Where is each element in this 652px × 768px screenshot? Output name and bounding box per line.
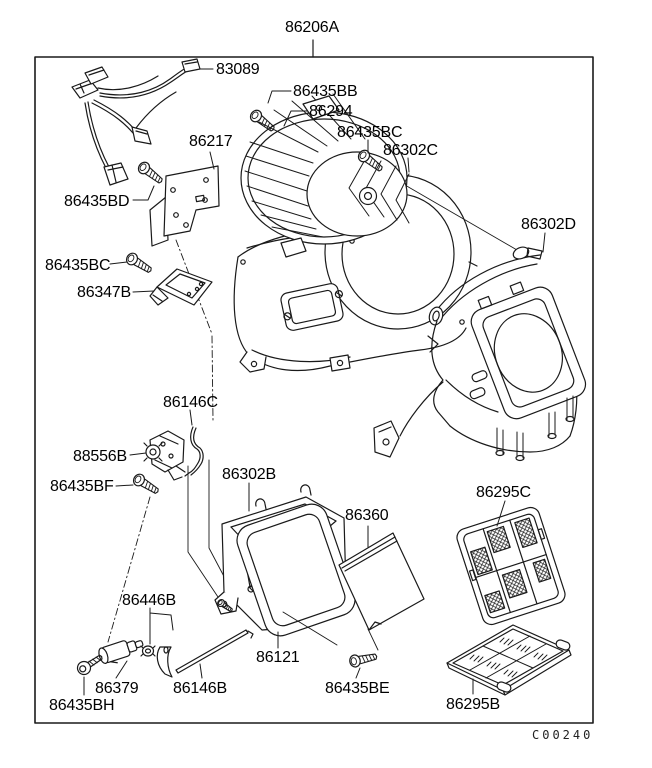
- drawing-code: C00240: [532, 728, 594, 742]
- actuator-88556b-drawing: [130, 431, 185, 480]
- screw-86435bf-drawing: [116, 471, 162, 498]
- diagram-border: [35, 57, 593, 723]
- resistor-86347b-drawing: [110, 250, 212, 305]
- part-label-83089: 83089: [216, 61, 260, 78]
- holder-86379-drawing: [97, 635, 146, 678]
- part-label-86295b: 86295B: [446, 696, 500, 713]
- nut-86446b-drawing: [141, 608, 173, 656]
- part-label-86146c: 86146C: [163, 394, 218, 411]
- part-label-86435bd: 86435BD: [64, 193, 130, 210]
- part-label-86217: 86217: [189, 133, 233, 150]
- part-label-86295c: 86295C: [476, 484, 531, 501]
- part-label-86360: 86360: [345, 507, 389, 524]
- part-label-86435bb: 86435BB: [293, 83, 358, 100]
- part-label-86302d: 86302D: [521, 216, 576, 233]
- wiring-harness-drawing: [72, 59, 213, 185]
- part-label-86347b: 86347B: [77, 284, 131, 301]
- part-label-86435bc-left: 86435BC: [45, 257, 111, 274]
- link-rod-86146b-drawing: [176, 630, 253, 678]
- part-label-86302c: 86302C: [383, 142, 438, 159]
- part-label-86294: 86294: [309, 103, 353, 120]
- duct-case-86302d-drawing: [374, 233, 589, 461]
- part-label-86121: 86121: [256, 649, 300, 666]
- lever-drawing: [157, 647, 172, 677]
- part-label-88556b: 88556B: [73, 448, 127, 465]
- part-label-86435be: 86435BE: [325, 680, 390, 697]
- screw-86435bb-drawing: [247, 107, 278, 135]
- part-label-86435bh: 86435BH: [49, 697, 115, 714]
- part-label-86446b: 86446B: [122, 592, 176, 609]
- cover-plate-86295c-drawing: [455, 501, 568, 627]
- filter-cover-86295b-drawing: [447, 625, 571, 695]
- part-label-86302b: 86302B: [222, 466, 276, 483]
- assembly-axis-line: [108, 497, 150, 642]
- screw-86435be-drawing: [348, 649, 379, 678]
- screw-86435bc-upper-drawing: [355, 140, 386, 175]
- part-label-86435bf: 86435BF: [50, 478, 114, 495]
- screw-86435bh-drawing: [75, 651, 105, 695]
- part-label-86435bc-top: 86435BC: [337, 124, 403, 141]
- part-label-86206a: 86206A: [285, 19, 339, 36]
- seal-frame-86121-drawing: [233, 500, 360, 648]
- screw-86435bd-drawing: [133, 159, 166, 200]
- blower-motor-drawing: [241, 91, 409, 257]
- link-rod-86146c-drawing: [185, 410, 203, 476]
- air-filter-86360-drawing: [339, 526, 424, 650]
- part-label-86379: 86379: [95, 680, 139, 697]
- bracket-86217-drawing: [150, 152, 219, 420]
- part-label-86146b: 86146B: [173, 680, 227, 697]
